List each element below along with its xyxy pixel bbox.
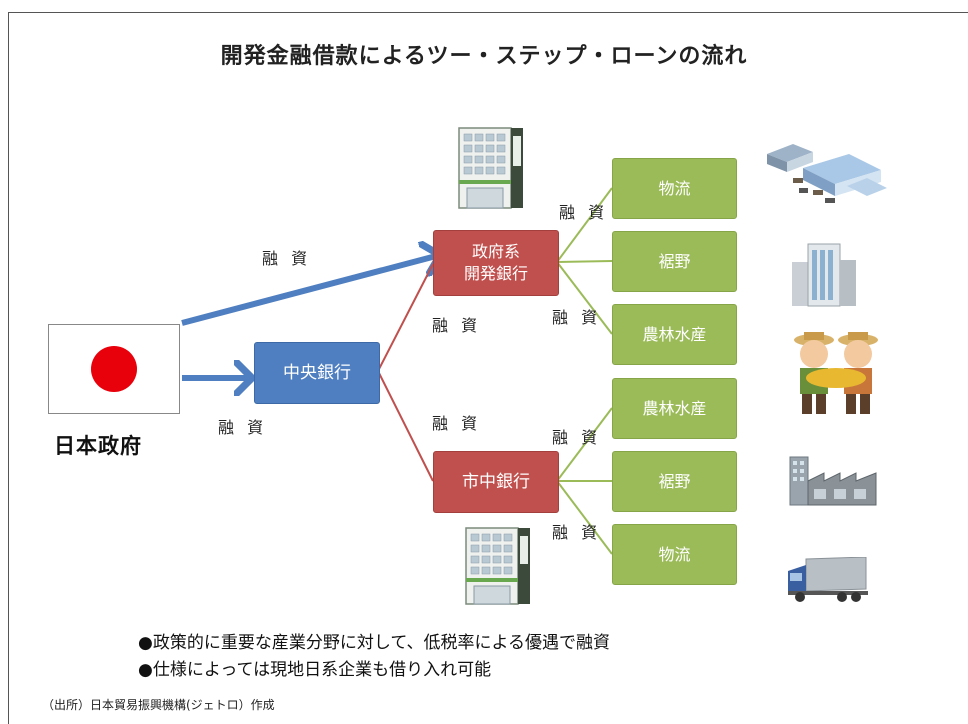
- loan-label-central-dev: 融 資: [432, 316, 482, 335]
- sector-label: 農林水産: [642, 398, 707, 418]
- line-dev-to-sector-1: [556, 187, 613, 263]
- office-building-icon: [458, 127, 523, 209]
- city-bank-label: 市中銀行: [462, 471, 530, 492]
- farmers-icon: [794, 332, 878, 414]
- arrow-gov-to-dev-bank: [181, 255, 440, 326]
- sector-box-lower-1: 農林水産: [612, 378, 737, 439]
- government-label: 日本政府: [54, 434, 142, 458]
- loan-label-city-lower: 融 資: [552, 523, 602, 542]
- sector-box-upper-2: 裾野: [612, 231, 737, 292]
- city-bank-box: 市中銀行: [433, 451, 559, 513]
- sector-box-upper-1: 物流: [612, 158, 737, 219]
- loan-label-gov-central: 融 資: [218, 418, 268, 437]
- japan-flag: [48, 324, 180, 414]
- line-central-to-dev-bank: [377, 263, 434, 372]
- dev-bank-label-line1: 政府系: [471, 242, 520, 262]
- sector-label: 裾野: [658, 251, 691, 271]
- central-bank-label: 中央銀行: [283, 362, 351, 383]
- flag-sun: [91, 346, 137, 392]
- sector-label: 農林水産: [642, 324, 707, 344]
- line-city-to-sector-4: [556, 407, 613, 482]
- loan-label-city-upper: 融 資: [552, 428, 602, 447]
- sector-box-upper-3: 農林水産: [612, 304, 737, 365]
- sector-label: 裾野: [658, 471, 691, 491]
- sector-label: 物流: [658, 178, 691, 198]
- skyscraper-icon: [792, 243, 856, 307]
- diagram-title: 開発金融借款によるツー・ステップ・ローンの流れ: [220, 44, 748, 69]
- loan-label-dev-lower: 融 資: [552, 308, 602, 327]
- line-dev-to-sector-2: [556, 260, 613, 263]
- warehouse-icon: [767, 144, 887, 203]
- line-central-to-city-bank: [377, 370, 434, 482]
- factory-icon: [789, 456, 877, 506]
- central-bank-box: 中央銀行: [254, 342, 380, 404]
- truck-icon: [788, 557, 868, 602]
- loan-label-dev-upper: 融 資: [559, 203, 609, 222]
- note-1: ●政策的に重要な産業分野に対して、低税率による優遇で融資: [138, 633, 610, 653]
- line-dev-to-sector-3: [556, 261, 613, 335]
- sector-box-lower-2: 裾野: [612, 451, 737, 512]
- loan-label-central-city: 融 資: [432, 414, 482, 433]
- sector-box-lower-3: 物流: [612, 524, 737, 585]
- source-note: （出所）日本貿易振興機構(ジェトロ）作成: [42, 698, 275, 712]
- sector-label: 物流: [658, 544, 691, 564]
- frame-border-left: [8, 12, 9, 724]
- office-building-icon: [465, 527, 530, 605]
- frame-border-top: [8, 12, 968, 13]
- dev-bank-box: 政府系 開発銀行: [433, 230, 559, 296]
- dev-bank-label-line2: 開発銀行: [463, 264, 528, 283]
- line-city-to-sector-6: [556, 480, 613, 555]
- loan-label-gov-dev: 融 資: [262, 249, 312, 268]
- note-2: ●仕様によっては現地日系企業も借り入れ可能: [138, 660, 492, 680]
